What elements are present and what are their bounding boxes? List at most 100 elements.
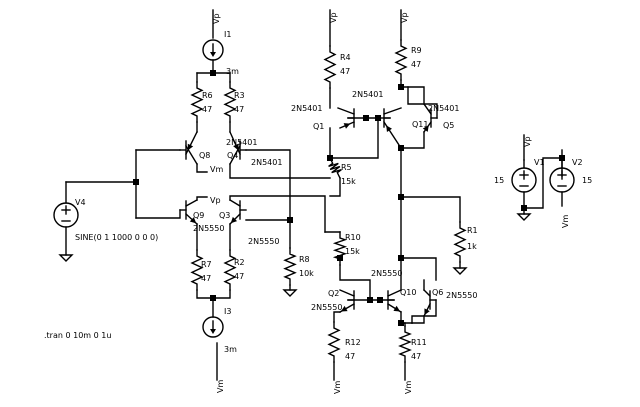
vm-label-q8: Vm	[210, 165, 223, 174]
v1-name: V1	[534, 158, 545, 167]
wire-r5-bottom	[329, 177, 341, 197]
wire-q8-collector-vm	[196, 163, 208, 173]
r6-value: 47	[202, 105, 212, 114]
wire-q5-emitter-top	[400, 86, 425, 105]
vm-label-r12: Vm	[333, 381, 342, 394]
q6-name: Q6	[432, 288, 443, 297]
resistor-r6-body	[190, 81, 204, 123]
resistor-r8-body	[283, 247, 297, 286]
r3-value: 47	[234, 105, 244, 114]
transistor-q9-arrow	[189, 217, 197, 224]
transistor-q4	[229, 131, 247, 165]
q3-name: Q3	[219, 211, 230, 220]
q9-model: 2N5550	[193, 224, 224, 233]
transistor-q9-collector	[185, 199, 198, 207]
q1-model: 2N5401	[291, 104, 322, 113]
v2-name: V2	[572, 158, 583, 167]
resistor-r11-body	[398, 325, 412, 363]
r8-name: R8	[299, 255, 310, 264]
r4-value: 47	[340, 67, 350, 76]
v4-value: SINE(0 1 1000 0 0 0)	[75, 233, 158, 242]
wire-q2-emitter	[333, 311, 341, 323]
resistor-r7	[190, 249, 204, 291]
r5-value: 15k	[341, 177, 356, 186]
wire-r10-bottom	[339, 264, 371, 301]
vp-label-r4: Vp	[329, 12, 338, 23]
i1-value: 3m	[226, 67, 239, 76]
r1-name: R1	[467, 226, 478, 235]
resistor-r2	[223, 249, 237, 291]
vp-label-i1: Vp	[212, 13, 221, 24]
transistor-q4-arrow	[233, 143, 239, 151]
labels: Vp Vp Vp Vp Vp Vm Vm Vm Vm Vm I1 3m I3 3…	[44, 12, 592, 394]
transistor-q5	[422, 103, 438, 133]
r10-name: R10	[345, 233, 361, 242]
q8-name: Q8	[199, 151, 210, 160]
resistor-r1-body	[453, 221, 467, 263]
ground-r8-symbol	[282, 289, 298, 297]
q4-model-top: 2N5401	[226, 138, 257, 147]
r4-name: R4	[340, 53, 351, 62]
ground-v4	[58, 254, 74, 262]
transistor-q11-collector	[383, 107, 402, 115]
junction	[363, 115, 369, 121]
r7-name: R7	[201, 260, 212, 269]
r11-name: R11	[411, 338, 427, 347]
voltage-source-v4-circle	[53, 202, 79, 228]
q5-name: Q5	[443, 121, 454, 130]
voltage-source-v2	[549, 167, 575, 193]
current-source-i1-circle	[202, 39, 224, 61]
wire-output	[400, 196, 461, 223]
v1-value: 15	[494, 176, 504, 185]
resistor-r9	[394, 39, 408, 81]
vp-label-q9: Vp	[210, 196, 221, 205]
resistor-r4-body	[323, 45, 337, 89]
transistor-q6-collector	[423, 289, 431, 297]
r7-value: 47	[201, 274, 211, 283]
transistor-q3-arrow	[230, 216, 238, 224]
r12-value: 47	[345, 352, 355, 361]
wire-q6-top	[400, 257, 437, 281]
q3-model: 2N5550	[248, 237, 279, 246]
ground-v4-symbol	[58, 254, 74, 262]
q4-name: Q4	[227, 151, 238, 160]
voltage-source-v1	[511, 167, 537, 193]
transistor-q10-collector	[387, 289, 402, 297]
resistor-r10-body	[332, 231, 348, 266]
q6-model: 2N5550	[446, 291, 477, 300]
q4-model: 2N5401	[251, 158, 282, 167]
current-source-i3-arrow-head	[210, 329, 216, 334]
r6-name: R6	[202, 91, 213, 100]
transistor-q2-arrow	[340, 305, 348, 312]
transistor-q8-arrow	[187, 143, 194, 151]
transistor-q11	[383, 107, 402, 149]
transistor-q5-arrow	[422, 125, 429, 132]
transistor-q8	[179, 131, 198, 165]
resistor-r11	[398, 325, 412, 363]
resistor-r2-body	[223, 249, 237, 291]
transistor-q3-collector	[229, 199, 241, 207]
current-source-i1	[202, 39, 224, 61]
transistor-q2	[339, 289, 355, 313]
transistor-q2-collector	[339, 289, 355, 297]
transistor-q8-emitter	[185, 131, 198, 155]
resistor-r12-body	[327, 321, 341, 363]
transistor-q3	[229, 199, 247, 225]
wire-q5-collector	[400, 131, 425, 149]
current-source-i3	[202, 316, 224, 338]
r1-value: 1k	[467, 242, 477, 251]
junction	[210, 70, 216, 76]
transistor-q9	[179, 199, 198, 225]
transistor-q8-collector	[185, 145, 198, 165]
resistor-r5-body	[328, 157, 342, 179]
transistor-q6-arrow	[424, 308, 430, 316]
i3-value: 3m	[224, 345, 237, 354]
wire-q4-collector	[229, 163, 331, 179]
resistor-r1	[453, 221, 467, 263]
voltage-source-v1-circle	[511, 167, 537, 193]
transistor-q1-collector	[337, 107, 355, 115]
wires	[65, 9, 565, 381]
vp-label-v1: Vp	[523, 136, 532, 147]
current-source-i3-circle	[202, 316, 224, 338]
q1-name: Q1	[313, 122, 324, 131]
